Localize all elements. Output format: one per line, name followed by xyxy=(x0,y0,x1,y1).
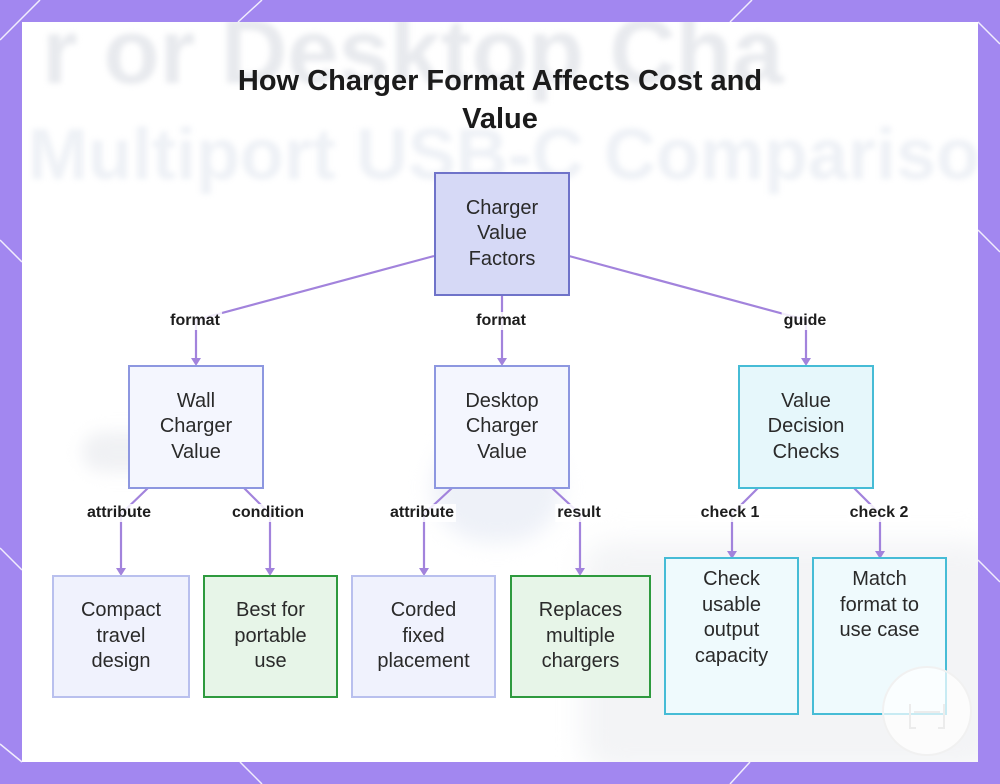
arrowhead xyxy=(191,358,201,366)
node-line: Value xyxy=(477,222,527,245)
node-line: Value xyxy=(171,440,221,463)
node-line: use case xyxy=(839,619,920,641)
diagram-title: How Charger Format Affects Cost and Valu… xyxy=(237,65,763,135)
node-line: use xyxy=(254,650,287,673)
node-value-decision-checks[interactable]: Value Decision Checks xyxy=(738,365,874,489)
node-line: Desktop xyxy=(465,389,539,412)
edge-desktop-corded xyxy=(422,487,453,573)
edge-label-check-1: check 1 xyxy=(698,504,762,522)
node-line: Check xyxy=(703,568,760,590)
edge-label-check-2: check 2 xyxy=(847,504,911,522)
edge-label-format: format xyxy=(474,312,528,330)
node-line: Replaces xyxy=(538,599,623,622)
node-line: Value xyxy=(477,440,527,463)
edge-label-result: result xyxy=(555,504,603,522)
watermark-logo-icon xyxy=(882,666,972,756)
edge-root-checks xyxy=(568,254,808,363)
node-line: Charger xyxy=(465,196,539,219)
node-line: capacity xyxy=(694,644,769,667)
arrowhead xyxy=(497,358,507,366)
node-line: chargers xyxy=(541,650,620,673)
edge-label-guide: guide xyxy=(781,312,829,330)
node-line: format to xyxy=(840,593,919,616)
edge-label-format: format xyxy=(168,312,222,330)
node-line: Value xyxy=(781,389,831,412)
node-charger-value-factors[interactable]: Charger Value Factors xyxy=(434,172,570,296)
node-line: design xyxy=(91,650,151,673)
edge-checks-match xyxy=(853,487,882,556)
node-line: portable xyxy=(234,624,307,647)
node-line: Charger xyxy=(159,415,233,438)
node-line: Decision xyxy=(767,415,845,438)
arrowhead xyxy=(875,551,885,559)
arrowhead xyxy=(419,568,429,576)
node-line: multiple xyxy=(546,624,615,647)
edge-label-condition: condition xyxy=(230,504,306,522)
node-line: usable xyxy=(702,593,761,616)
node-line: Compact xyxy=(80,599,162,622)
background-ghost-title: r or Desktop Cha xyxy=(42,22,784,103)
node-line: placement xyxy=(377,650,470,673)
arrowhead xyxy=(727,551,737,559)
node-match-format-to-use-case[interactable]: Match format to use case xyxy=(812,557,947,715)
node-line: travel xyxy=(96,624,146,647)
node-line: Charger xyxy=(465,415,539,438)
node-line: fixed xyxy=(402,624,445,647)
node-replaces-multiple-chargers[interactable]: Replaces multiple chargers xyxy=(510,575,651,698)
arrowhead xyxy=(265,568,275,576)
edge-wall-portable xyxy=(243,487,272,573)
edge-root-wall xyxy=(194,254,435,363)
node-corded-fixed-placement[interactable]: Corded fixed placement xyxy=(351,575,496,698)
node-line: output xyxy=(703,619,760,641)
node-line: Match xyxy=(852,568,907,590)
edge-label-attribute: attribute xyxy=(388,504,456,522)
arrowhead xyxy=(801,358,811,366)
edge-label-attribute: attribute xyxy=(85,504,153,522)
node-best-for-portable-use[interactable]: Best for portable use xyxy=(203,575,338,698)
node-desktop-charger-value[interactable]: Desktop Charger Value xyxy=(434,365,570,489)
arrowhead xyxy=(116,568,126,576)
node-line: Checks xyxy=(772,440,840,463)
node-check-usable-output-capacity[interactable]: Check usable output capacity xyxy=(664,557,799,715)
arrowhead xyxy=(575,568,585,576)
node-wall-charger-value[interactable]: Wall Charger Value xyxy=(128,365,264,489)
edge-desktop-replaces xyxy=(551,487,582,573)
edge-checks-usable xyxy=(730,487,759,556)
node-line: Corded xyxy=(390,599,457,622)
node-line: Factors xyxy=(468,247,536,270)
node-line: Best for xyxy=(236,599,305,622)
edge-wall-compact xyxy=(119,487,149,573)
node-compact-travel-design[interactable]: Compact travel design xyxy=(52,575,190,698)
node-line: Wall xyxy=(176,389,216,412)
